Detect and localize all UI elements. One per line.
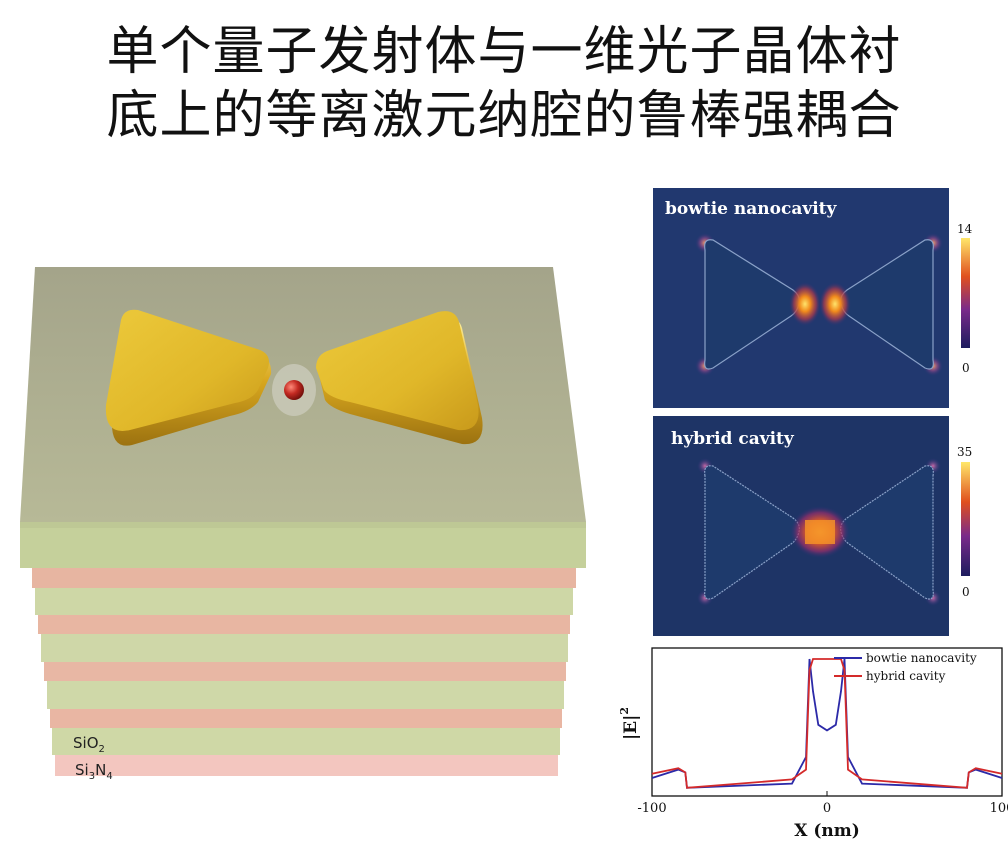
layer-stack [20,267,586,776]
si3n4-layer [55,754,558,776]
right-gold-triangle [316,311,483,445]
sio2-label: SiO2 [73,734,105,755]
field-map-label: bowtie nanocavity [665,199,838,219]
field-map-label: hybrid cavity [671,429,795,449]
colorbar-min: 0 [962,585,970,599]
field-map-bowtie: bowtie nanocavity 14 0 [653,188,973,408]
left-gold-triangle [105,309,272,446]
sio2-layer [35,587,573,615]
page-title: 单个量子发射体与一维光子晶体衬 底上的等离激元纳腔的鲁棒强耦合 [0,20,1008,148]
legend-label: hybrid cavity [866,669,946,683]
sio2-layer [52,727,560,755]
sio2-layer [47,680,564,709]
sio2-layer [41,633,568,662]
si3n4-layer [50,708,562,728]
series-line-hybrid [651,658,1003,789]
title-line-2: 底上的等离激元纳腔的鲁棒强耦合 [106,86,902,146]
colorbar-max: 14 [957,222,973,236]
legend-label: bowtie nanocavity [866,651,977,665]
colorbar-min: 0 [962,361,970,375]
si3n4-layer [38,614,570,634]
plot-frame [651,647,1003,797]
sio2-layer [20,522,586,568]
field-map-hybrid: hybrid cavity 35 0 [653,416,972,636]
chart-legend: bowtie nanocavity hybrid cavity [834,651,977,683]
bowtie-schematic: SiO2 Si3N4 [20,267,586,782]
colorbar [961,462,970,576]
si3n4-layer [32,567,576,588]
y-axis-label: |E|2 [618,707,641,740]
x-axis-label: X (nm) [794,821,860,841]
field-profile-chart: -100 0 100 bowtie nanocavity hybrid cavity… [618,647,1008,841]
x-tick-label: 0 [823,801,831,816]
colorbar [961,238,970,348]
title-line-1: 单个量子发射体与一维光子晶体衬 [106,22,902,82]
quantum-emitter [284,380,304,400]
colorbar-max: 35 [957,445,972,459]
si3n4-layer [44,661,566,681]
x-tick-label: 100 [990,801,1008,816]
si3n4-label: Si3N4 [75,761,113,782]
x-tick-label: -100 [637,801,666,816]
